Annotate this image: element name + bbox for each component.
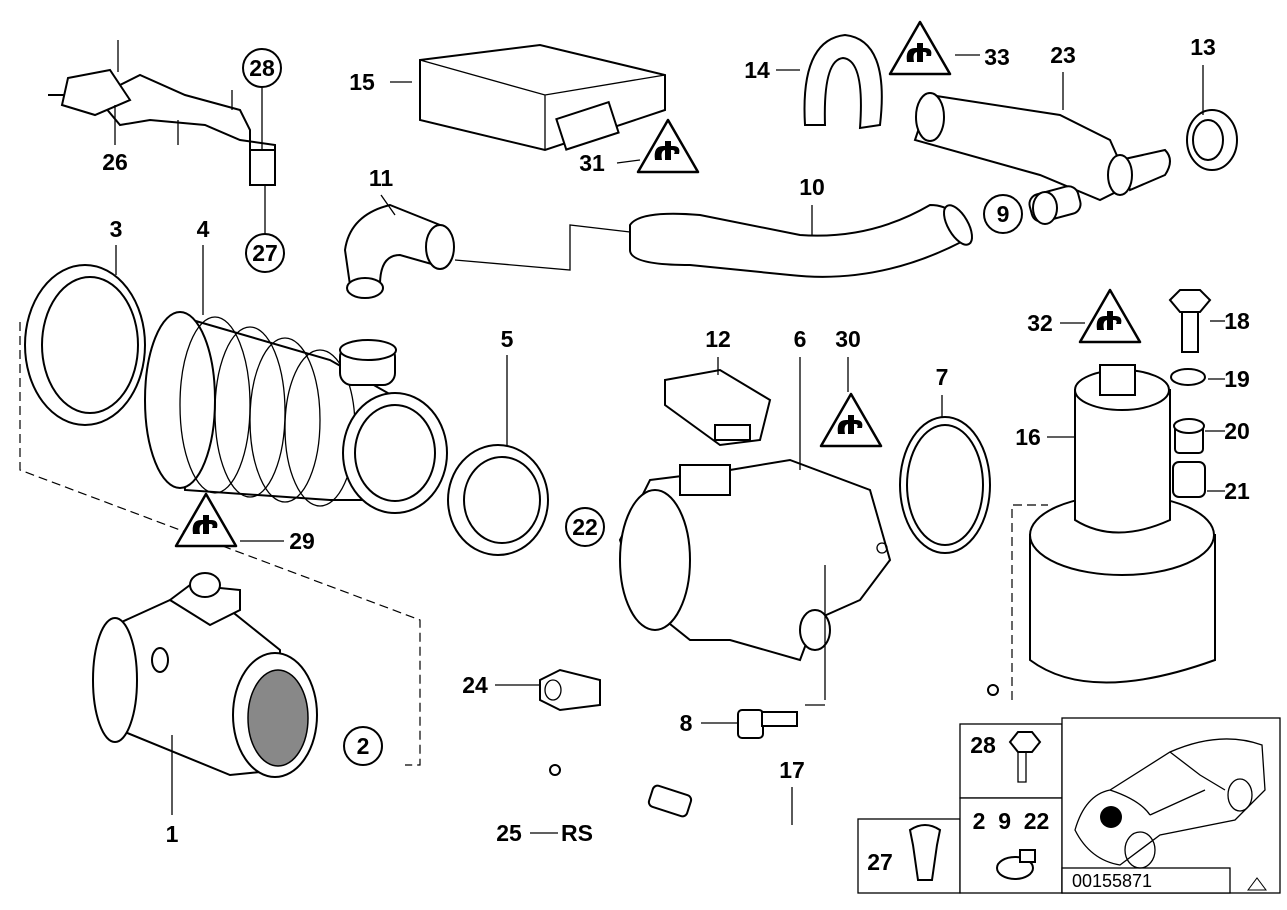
callout-5: 5 bbox=[501, 326, 514, 352]
car-locator-icon bbox=[1074, 738, 1266, 869]
callout-1: 1 bbox=[166, 821, 179, 847]
callout-21: 21 bbox=[1224, 478, 1250, 504]
gasket-part-7 bbox=[899, 416, 991, 554]
throttle-sensor-part-12 bbox=[664, 368, 772, 447]
callout-17: 17 bbox=[779, 757, 805, 783]
ring-part-5 bbox=[447, 444, 549, 556]
callout-32: 32 bbox=[1027, 310, 1053, 336]
callout-2: 2 bbox=[357, 733, 370, 759]
callout-rs: RS bbox=[561, 820, 593, 846]
callout-10: 10 bbox=[799, 174, 825, 200]
warning-triangle-icon bbox=[819, 392, 883, 448]
circled-callouts bbox=[242, 48, 1023, 766]
small-fasteners bbox=[1168, 289, 1212, 498]
callout-13: 13 bbox=[1190, 34, 1216, 60]
bolt-part-8 bbox=[737, 709, 798, 739]
expanding-nut-27-icon bbox=[908, 824, 942, 881]
grommet-part-13 bbox=[1186, 109, 1238, 171]
elbow-hose-part-11 bbox=[343, 203, 455, 299]
warning-triangle-icon bbox=[1078, 288, 1142, 344]
callout-28: 28 bbox=[249, 55, 275, 81]
pump-part-23 bbox=[913, 92, 1171, 225]
triangle-marker-icon bbox=[1247, 877, 1267, 891]
callout-26: 26 bbox=[102, 149, 128, 175]
bracket-part-26 bbox=[48, 40, 276, 186]
callout-25: 25 bbox=[496, 820, 522, 846]
cable-part-17 bbox=[549, 673, 999, 829]
callout-22: 22 bbox=[572, 514, 598, 540]
ring-part-3 bbox=[24, 264, 146, 426]
callout-6: 6 bbox=[794, 326, 807, 352]
clip-part-24 bbox=[539, 668, 601, 712]
callout-9: 9 bbox=[997, 201, 1010, 227]
callout-16: 16 bbox=[1015, 424, 1041, 450]
callout-27: 27 bbox=[252, 240, 278, 266]
air-mass-meter-part-1 bbox=[92, 572, 318, 778]
callout-8: 8 bbox=[680, 710, 693, 736]
screw-28-icon bbox=[1008, 731, 1042, 753]
callout-15: 15 bbox=[349, 69, 375, 95]
callout-29: 29 bbox=[289, 528, 315, 554]
callout-23: 23 bbox=[1050, 42, 1076, 68]
hardware-legend-box: 28 2 9 22 27 00155871 bbox=[857, 717, 1281, 894]
diagram-id: 00155871 bbox=[1072, 871, 1152, 891]
callout-33: 33 bbox=[984, 44, 1010, 70]
clamp-part-14 bbox=[803, 33, 883, 130]
callout-4: 4 bbox=[197, 216, 210, 242]
callout-19: 19 bbox=[1224, 366, 1250, 392]
intake-bellows-part-4 bbox=[144, 311, 448, 514]
legend-item-27: 27 bbox=[867, 849, 893, 875]
callout-20: 20 bbox=[1224, 418, 1250, 444]
actuator-part-16 bbox=[1029, 364, 1216, 684]
throttle-housing-part-6 bbox=[618, 458, 892, 662]
callout-7: 7 bbox=[936, 364, 949, 390]
callout-12: 12 bbox=[705, 326, 731, 352]
hose-part-10 bbox=[629, 203, 973, 278]
callout-31: 31 bbox=[579, 150, 605, 176]
callout-11: 11 bbox=[369, 165, 394, 191]
warning-triangle-icon bbox=[888, 20, 952, 76]
legend-items-2-9-22: 2 9 22 bbox=[973, 808, 1050, 834]
legend-item-28: 28 bbox=[970, 732, 996, 758]
callout-30: 30 bbox=[835, 326, 861, 352]
warning-triangle-icon bbox=[174, 492, 238, 548]
callout-24: 24 bbox=[462, 672, 488, 698]
control-unit-part-15 bbox=[419, 43, 666, 152]
callout-3: 3 bbox=[110, 216, 123, 242]
callout-14: 14 bbox=[744, 57, 770, 83]
callout-18: 18 bbox=[1224, 308, 1250, 334]
leader-lines bbox=[19, 54, 1225, 834]
warning-triangle-icon bbox=[636, 118, 700, 174]
